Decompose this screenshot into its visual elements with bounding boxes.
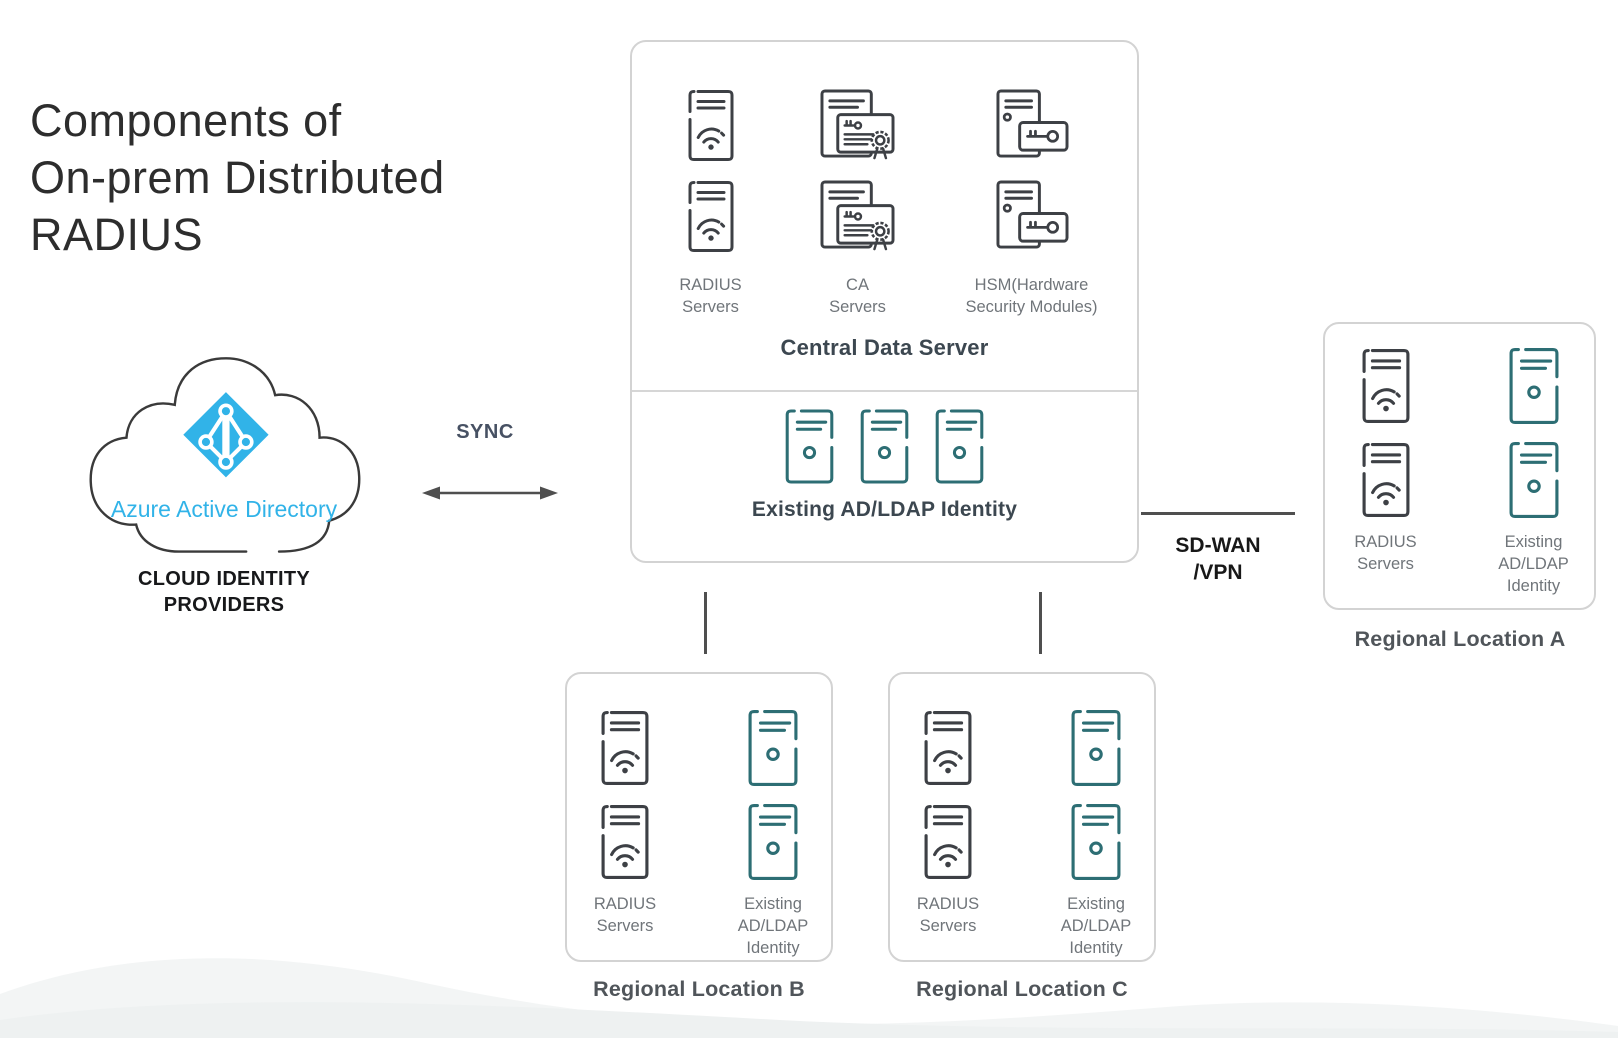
radius-servers-group: RADIUS Servers [1338,347,1434,608]
identity-server-icon [785,409,834,484]
identity-server-icon [1509,441,1559,519]
identity-server-icon [860,409,909,484]
radius-server-icon [688,89,734,162]
radius-server-icon [924,709,972,787]
regional-location-c-title: Regional Location C [916,977,1128,1001]
identity-servers-label: Existing AD/LDAP Identity [737,895,809,957]
hsm-server-icon [992,180,1071,253]
radius-servers-label: RADIUS Servers [1354,533,1417,573]
ca-servers-group: CA Servers [795,89,921,319]
regional-location-b-box: RADIUS Servers Existing AD/LDAP Identity [565,672,833,962]
hsm-group: HSM(Hardware Security Modules) [947,89,1117,319]
identity-server-icon [1071,803,1121,881]
connector-line-region-c [1039,592,1042,654]
cloud-caption: CLOUD IDENTITY PROVIDERS [138,568,310,616]
identity-server-icon [1509,347,1559,425]
existing-ad-ldap-section: Existing AD/LDAP Identity [632,392,1137,522]
identity-servers-group: Existing AD/LDAP Identity [1486,347,1582,608]
identity-server-icon [1071,709,1121,787]
ca-servers-label: CA Servers [829,276,886,316]
hsm-server-icon [992,89,1071,162]
radius-servers-label: RADIUS Servers [593,895,657,935]
central-box-divider [632,390,1137,392]
ca-server-icon [818,180,897,253]
identity-servers-group: Existing AD/LDAP Identity [725,709,821,960]
radius-servers-group: RADIUS Servers [653,89,769,319]
identity-server-icon [748,709,798,787]
cloud-identity-provider: Azure Active Directory [84,350,364,562]
regional-location-c-box: RADIUS Servers Existing AD/LDAP Identity [888,672,1156,962]
radius-servers-group: RADIUS Servers [577,709,673,960]
ca-server-icon [818,89,897,162]
regional-location-a-box: RADIUS Servers Existing AD/LDAP Identity [1323,322,1596,610]
central-box-title: Central Data Server [780,334,989,360]
connector-line-region-b [704,592,707,654]
radius-server-icon [688,180,734,253]
radius-servers-label: RADIUS Servers [916,895,980,935]
sdwan-connector-line [1141,512,1295,515]
identity-server-icon [748,803,798,881]
cloud-icon [89,357,361,553]
central-icon-groups: RADIUS Servers CA Servers HSM(Hardware S… [632,42,1137,319]
identity-servers-label: Existing AD/LDAP Identity [1498,533,1569,595]
watermark-swoosh [0,958,1618,1038]
radius-servers-group: RADIUS Servers [900,709,996,960]
identity-servers-label: Existing AD/LDAP Identity [1060,895,1132,957]
radius-servers-label: RADIUS Servers [679,276,742,316]
azure-ad-label: Azure Active Directory [110,496,338,522]
identity-servers-group: Existing AD/LDAP Identity [1048,709,1144,960]
radius-server-icon [1362,441,1410,519]
sync-double-arrow-icon [422,486,558,500]
regional-location-a-title: Regional Location A [1354,627,1566,651]
radius-server-icon [924,803,972,881]
sdwan-vpn-label: SD-WAN /VPN [1175,534,1261,585]
existing-ad-ldap-label: Existing AD/LDAP Identity [751,498,1018,521]
regional-location-b-title: Regional Location B [593,977,805,1001]
page-title: Components of On-prem Distributed RADIUS [30,95,445,261]
radius-server-icon [1362,347,1410,425]
sync-label: SYNC [456,421,514,443]
identity-server-icon [935,409,984,484]
hsm-label: HSM(Hardware Security Modules) [965,276,1098,316]
radius-server-icon [601,803,649,881]
central-data-server-box: RADIUS Servers CA Servers HSM(Hardware S… [630,40,1139,563]
radius-server-icon [601,709,649,787]
